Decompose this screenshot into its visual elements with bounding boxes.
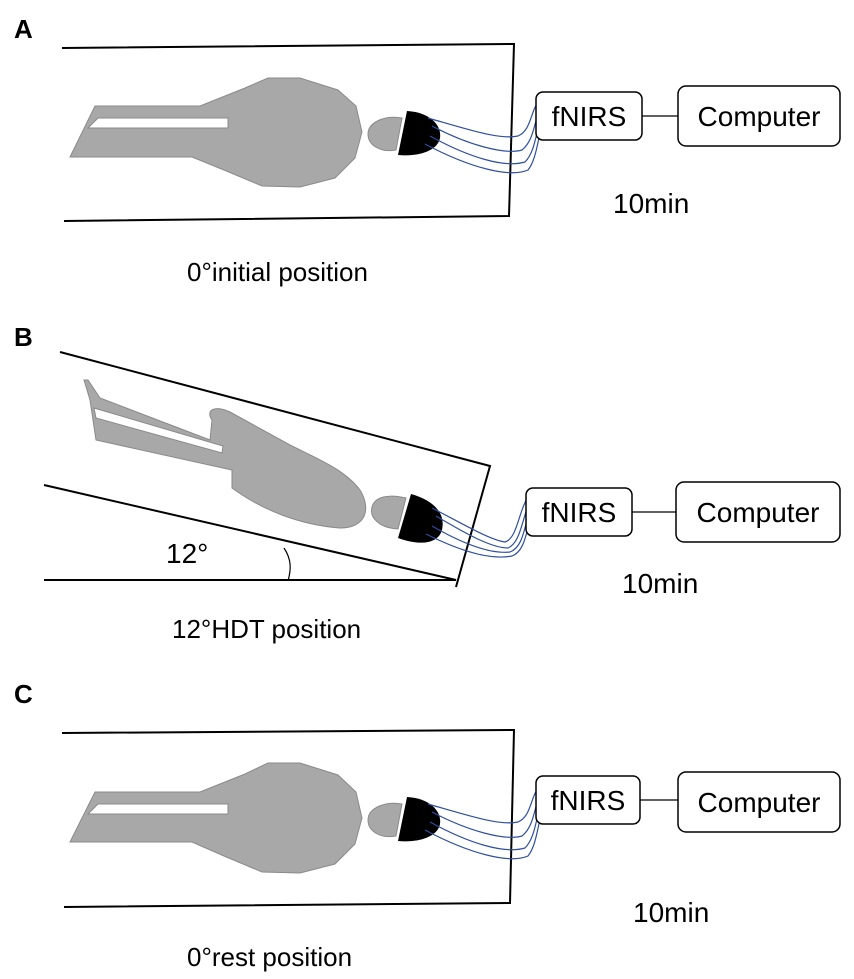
computer-label-a: Computer — [698, 101, 821, 132]
panel-c: C fNIRS Computer 10min 0°rest position — [14, 679, 841, 972]
computer-box-a — [677, 85, 841, 147]
angle-label-b: 12° — [166, 538, 208, 569]
bed-c — [61, 728, 516, 908]
fnirs-label-c: fNIRS — [551, 785, 626, 816]
fnirs-cap-b — [398, 494, 443, 543]
computer-box-b — [675, 481, 841, 543]
duration-a: 10min — [613, 188, 689, 219]
fnirs-label-b: fNIRS — [542, 497, 617, 528]
angle-arc-b — [283, 547, 291, 582]
fnirs-label-a: fNIRS — [552, 101, 627, 132]
fnirs-cables-a — [424, 99, 547, 174]
caption-a: 0°initial position — [187, 257, 368, 287]
fnirs-cap-a — [398, 111, 441, 156]
head-a — [367, 116, 403, 152]
caption-b: 12°HDT position — [172, 614, 361, 644]
head-c — [367, 802, 403, 838]
panel-label-b: B — [14, 322, 33, 352]
duration-b: 10min — [622, 568, 698, 599]
bed-incline-b — [43, 484, 457, 581]
body-silhouette-b — [83, 379, 367, 529]
duration-c: 10min — [633, 897, 709, 928]
fnirs-cables-c — [424, 785, 547, 860]
computer-label-b: Computer — [697, 497, 820, 528]
computer-box-c — [677, 771, 841, 833]
head-b — [371, 495, 407, 530]
body-silhouette-a — [69, 77, 363, 188]
bed-a — [61, 42, 516, 222]
panel-b: B 12° fNIRS Computer 10min 12°HDT pos — [14, 322, 841, 644]
panel-label-c: C — [14, 679, 33, 709]
panel-a: A fNIRS Computer 10min 0°initial positio… — [14, 14, 841, 287]
bed-b — [59, 351, 492, 588]
fnirs-cap-c — [398, 797, 441, 842]
computer-label-c: Computer — [698, 787, 821, 818]
caption-c: 0°rest position — [187, 942, 352, 972]
panel-label-a: A — [14, 14, 33, 44]
body-silhouette-c — [69, 762, 363, 874]
